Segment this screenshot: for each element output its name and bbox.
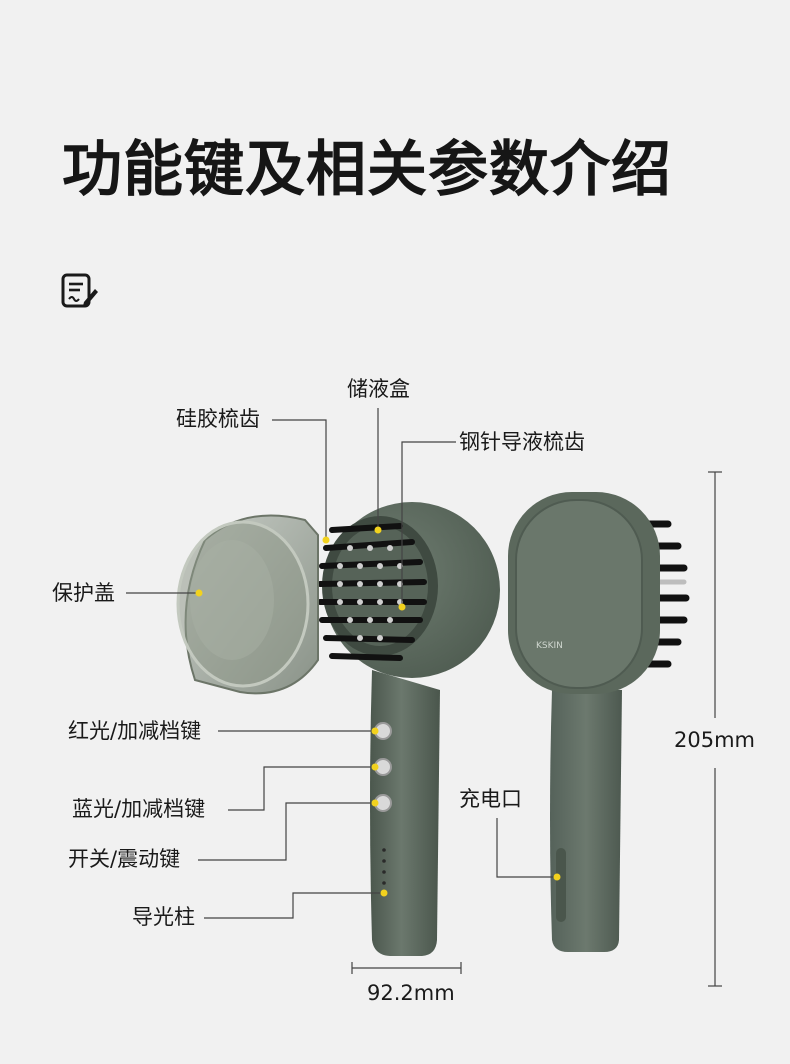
document-edit-icon	[61, 273, 98, 308]
label-charge-port: 充电口	[459, 787, 522, 811]
label-power-key: 开关/震动键	[68, 847, 181, 871]
label-silicone-teeth: 硅胶梳齿	[176, 407, 260, 431]
label-reservoir: 储液盒	[347, 377, 410, 401]
brand-logo: KSKIN	[536, 641, 563, 651]
label-steel-needle-teeth: 钢针导液梳齿	[459, 430, 585, 454]
dimension-height: 205mm	[674, 728, 755, 752]
label-light-guide: 导光柱	[132, 905, 195, 929]
front-device	[317, 502, 500, 956]
label-cover: 保护盖	[52, 581, 115, 605]
protective-cover	[176, 514, 319, 695]
dimension-lines	[351, 471, 722, 987]
label-blue-light-key: 蓝光/加减档键	[72, 797, 206, 821]
label-red-light-key: 红光/加减档键	[68, 719, 202, 743]
marker-dots	[195, 526, 561, 897]
dimension-width: 92.2mm	[367, 981, 455, 1005]
back-device	[508, 492, 690, 952]
indicator-lights	[382, 848, 386, 885]
page-title: 功能键及相关参数介绍	[62, 135, 672, 205]
